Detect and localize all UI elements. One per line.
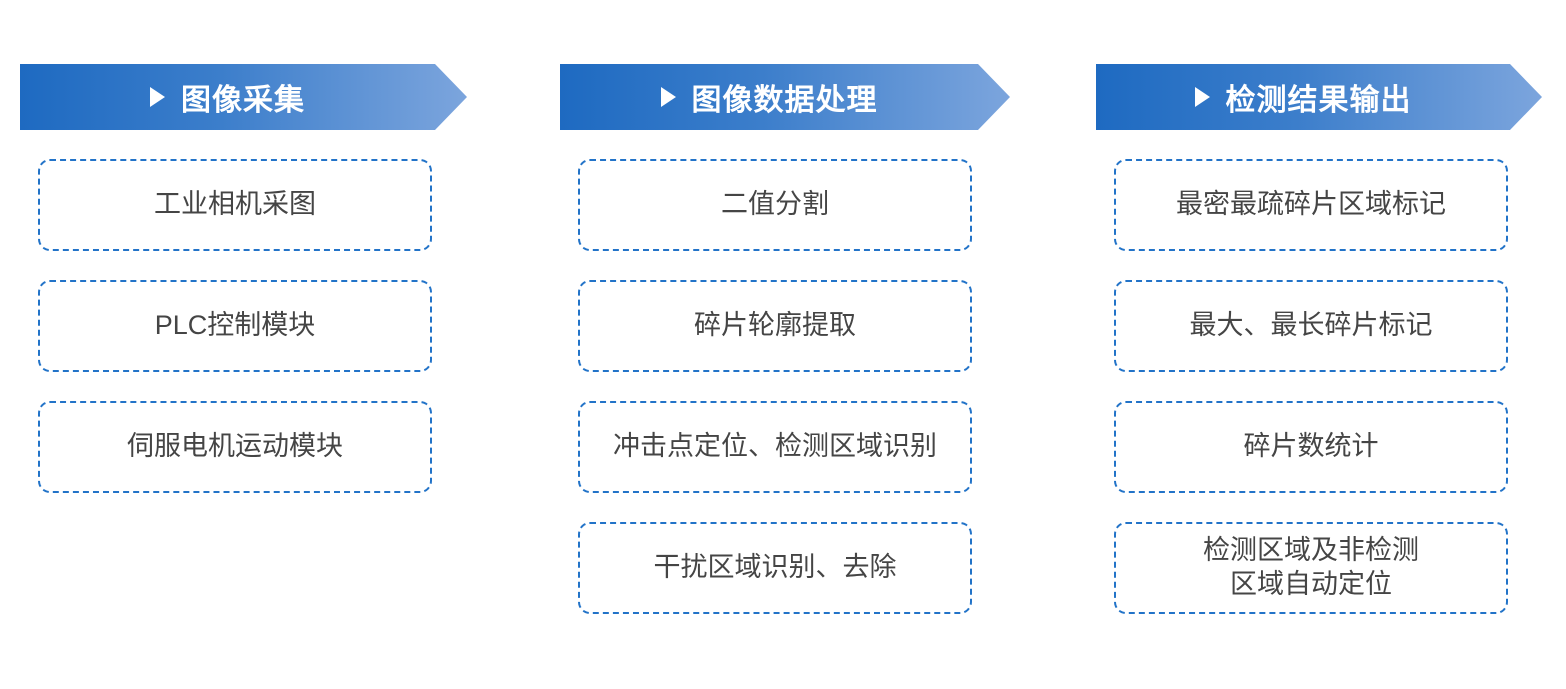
play-icon bbox=[150, 87, 165, 107]
stage-title: 图像采集 bbox=[181, 84, 305, 117]
step-list: 最密最疏碎片区域标记 最大、最长碎片标记 碎片数统计 检测区域及非检测 区域自动… bbox=[1114, 159, 1542, 614]
step-label: PLC控制模块 bbox=[154, 310, 316, 341]
step-box: 检测区域及非检测 区域自动定位 bbox=[1114, 522, 1508, 614]
step-box: 最大、最长碎片标记 bbox=[1114, 280, 1508, 372]
step-label: 碎片轮廓提取 bbox=[694, 310, 856, 341]
step-box: PLC控制模块 bbox=[38, 280, 432, 372]
step-box: 最密最疏碎片区域标记 bbox=[1114, 159, 1508, 251]
step-list: 二值分割 碎片轮廓提取 冲击点定位、检测区域识别 干扰区域识别、去除 bbox=[578, 159, 1010, 614]
step-box: 二值分割 bbox=[578, 159, 972, 251]
step-label: 干扰区域识别、去除 bbox=[653, 552, 897, 583]
step-box: 干扰区域识别、去除 bbox=[578, 522, 972, 614]
stage-title: 图像数据处理 bbox=[691, 84, 878, 117]
step-box: 碎片轮廓提取 bbox=[578, 280, 972, 372]
step-box: 冲击点定位、检测区域识别 bbox=[578, 401, 972, 493]
flow-column-image-acquisition: 图像采集 工业相机采图 PLC控制模块 伺服电机运动模块 bbox=[20, 64, 467, 493]
step-box: 碎片数统计 bbox=[1114, 401, 1508, 493]
stage-header-image-processing: 图像数据处理 bbox=[560, 64, 1010, 130]
stage-header-result-output: 检测结果输出 bbox=[1096, 64, 1542, 130]
stage-header-image-acquisition: 图像采集 bbox=[20, 64, 467, 130]
step-list: 工业相机采图 PLC控制模块 伺服电机运动模块 bbox=[38, 159, 467, 493]
step-label: 伺服电机运动模块 bbox=[127, 431, 343, 462]
step-label: 二值分割 bbox=[721, 189, 829, 220]
step-box: 伺服电机运动模块 bbox=[38, 401, 432, 493]
step-label: 碎片数统计 bbox=[1243, 431, 1379, 462]
step-label: 冲击点定位、检测区域识别 bbox=[613, 431, 937, 462]
play-icon bbox=[1195, 87, 1210, 107]
step-box: 工业相机采图 bbox=[38, 159, 432, 251]
flow-column-image-processing: 图像数据处理 二值分割 碎片轮廓提取 冲击点定位、检测区域识别 干扰区域识别、去… bbox=[560, 64, 1010, 614]
step-label: 最大、最长碎片标记 bbox=[1189, 310, 1433, 341]
stage-title: 检测结果输出 bbox=[1225, 84, 1412, 117]
step-label: 检测区域及非检测 区域自动定位 bbox=[1203, 535, 1419, 599]
flow-column-result-output: 检测结果输出 最密最疏碎片区域标记 最大、最长碎片标记 碎片数统计 检测区域及非… bbox=[1096, 64, 1542, 614]
play-icon bbox=[661, 87, 676, 107]
step-label: 工业相机采图 bbox=[154, 189, 316, 220]
step-label: 最密最疏碎片区域标记 bbox=[1176, 189, 1446, 220]
